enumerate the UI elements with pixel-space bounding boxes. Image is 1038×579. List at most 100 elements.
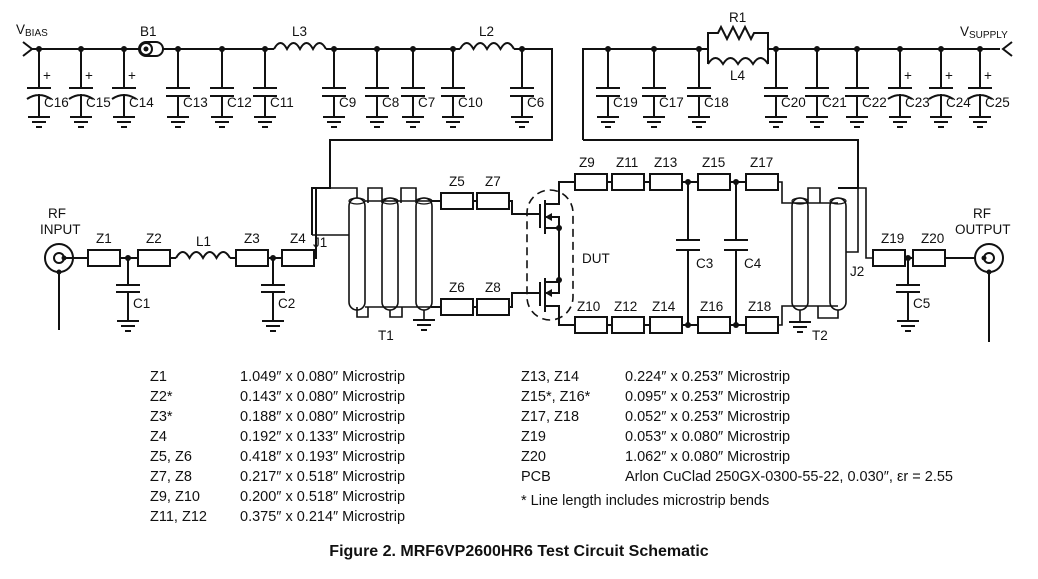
inductor-l2: L2 <box>459 24 515 52</box>
svg-text:Z20: Z20 <box>921 231 944 246</box>
svg-text:C5: C5 <box>913 296 930 311</box>
part-ref: Z19 <box>521 429 546 445</box>
microstrip-z6: Z6 <box>440 280 474 316</box>
capacitor-c20: C20 <box>764 46 806 128</box>
capacitor-c18: C18 <box>687 46 729 128</box>
svg-text:C19: C19 <box>613 95 638 110</box>
parts-table-row: Z20 1.062″ x 0.080″ Microstrip <box>521 447 953 467</box>
ground-icon <box>113 116 135 128</box>
svg-text:Z19: Z19 <box>881 231 904 246</box>
footnote: * Line length includes microstrip bends <box>521 493 770 509</box>
part-desc: 0.375″ x 0.214″ Microstrip <box>240 509 406 525</box>
svg-text:C13: C13 <box>183 95 208 110</box>
svg-text:L4: L4 <box>730 68 746 83</box>
ground-icon <box>254 116 276 128</box>
part-desc: 0.200″ x 0.518″ Microstrip <box>240 489 406 505</box>
part-ref: Z3* <box>150 409 173 425</box>
part-desc: 0.224″ x 0.253″ Microstrip <box>625 369 791 385</box>
svg-text:R1: R1 <box>729 10 746 25</box>
capacitor-c10: C10 <box>441 46 483 128</box>
capacitor-c19: C19 <box>596 46 638 128</box>
part-ref: Z2* <box>150 389 173 405</box>
parts-table-row: Z2*0.143″ x 0.080″ Microstrip <box>150 387 405 407</box>
svg-text:OUTPUT: OUTPUT <box>955 222 1011 237</box>
coax-line <box>829 197 847 311</box>
inductor-l1: L1 <box>175 234 231 261</box>
capacitor-c23: + C23 <box>887 46 930 128</box>
svg-text:B1: B1 <box>140 24 157 39</box>
svg-text:Z3: Z3 <box>244 231 260 246</box>
capacitor-c11: C11 <box>253 46 294 128</box>
part-desc: 0.192″ x 0.133″ Microstrip <box>240 429 406 445</box>
microstrip-z17: Z17 <box>745 155 779 191</box>
microstrip-z7: Z7 <box>476 174 510 210</box>
capacitor-c9: C9 <box>322 46 356 128</box>
polarity-plus: + <box>904 68 912 83</box>
parts-table-row: Z3*0.188″ x 0.080″ Microstrip <box>150 407 405 427</box>
capacitor-c14: +C14 <box>111 46 154 128</box>
svg-text:C9: C9 <box>339 95 356 110</box>
part-desc: 1.049″ x 0.080″ Microstrip <box>240 369 406 385</box>
svg-text:C12: C12 <box>227 95 252 110</box>
svg-text:Z8: Z8 <box>485 280 501 295</box>
capacitor-c22: C22 <box>845 46 887 128</box>
ground-icon <box>789 321 811 333</box>
microstrip-z12: Z12 <box>611 299 645 334</box>
ground-icon <box>969 116 991 128</box>
microstrip-z16: Z16 <box>697 299 731 334</box>
capacitor-c1: C1 <box>116 255 150 332</box>
svg-text:L2: L2 <box>479 24 494 39</box>
part-ref: Z15*, Z16* <box>521 389 591 405</box>
ground-icon <box>167 116 189 128</box>
ground-icon <box>643 116 665 128</box>
svg-text:C7: C7 <box>418 95 435 110</box>
svg-text:Z13: Z13 <box>654 155 677 170</box>
svg-text:C1: C1 <box>133 296 150 311</box>
microstrip-z13: Z13 <box>649 155 683 191</box>
svg-text:Z17: Z17 <box>750 155 773 170</box>
svg-text:L3: L3 <box>292 24 307 39</box>
capacitor-c5: C5 <box>896 255 930 332</box>
resistor-r1: R1 <box>707 10 769 49</box>
microstrip-z3: Z3 <box>235 231 269 267</box>
microstrip-z1: Z1 <box>87 231 121 267</box>
figure-caption: Figure 2. MRF6VP2600HR6 Test Circuit Sch… <box>329 543 709 560</box>
part-ref: Z17, Z18 <box>521 409 580 425</box>
svg-text:RF: RF <box>973 206 991 221</box>
part-desc: 0.053″ x 0.080″ Microstrip <box>625 429 791 445</box>
vsupply-label: VSUPPLY <box>960 24 1008 41</box>
svg-text:C20: C20 <box>781 95 806 110</box>
ground-icon <box>413 319 435 331</box>
capacitor-c12: C12 <box>210 46 252 128</box>
polarity-plus: + <box>43 68 51 83</box>
svg-text:Z9: Z9 <box>579 155 595 170</box>
svg-text:DUT: DUT <box>582 251 610 266</box>
svg-text:Z14: Z14 <box>652 299 676 314</box>
svg-text:Z1: Z1 <box>96 231 112 246</box>
svg-text:C16: C16 <box>44 95 69 110</box>
ground-icon <box>930 116 952 128</box>
part-ref: Z5, Z6 <box>150 449 192 465</box>
svg-text:C4: C4 <box>744 256 762 271</box>
part-ref: Z4 <box>150 429 167 445</box>
svg-text:Z15: Z15 <box>702 155 725 170</box>
microstrip-z8: Z8 <box>476 280 510 316</box>
part-ref: Z20 <box>521 449 546 465</box>
capacitor-c2: C2 <box>261 255 295 332</box>
svg-text:Z7: Z7 <box>485 174 501 189</box>
parts-table-row: Z19 0.053″ x 0.080″ Microstrip <box>521 427 953 447</box>
capacitor-c7: C7 <box>401 46 435 128</box>
microstrip-z11: Z11 <box>611 155 645 191</box>
svg-text:C2: C2 <box>278 296 295 311</box>
svg-text:C3: C3 <box>696 256 713 271</box>
svg-text:C23: C23 <box>905 95 930 110</box>
svg-text:C6: C6 <box>527 95 544 110</box>
capacitor-c21: C21 <box>805 46 847 128</box>
part-desc: 1.062″ x 0.080″ Microstrip <box>625 449 791 465</box>
svg-text:C24: C24 <box>946 95 971 110</box>
